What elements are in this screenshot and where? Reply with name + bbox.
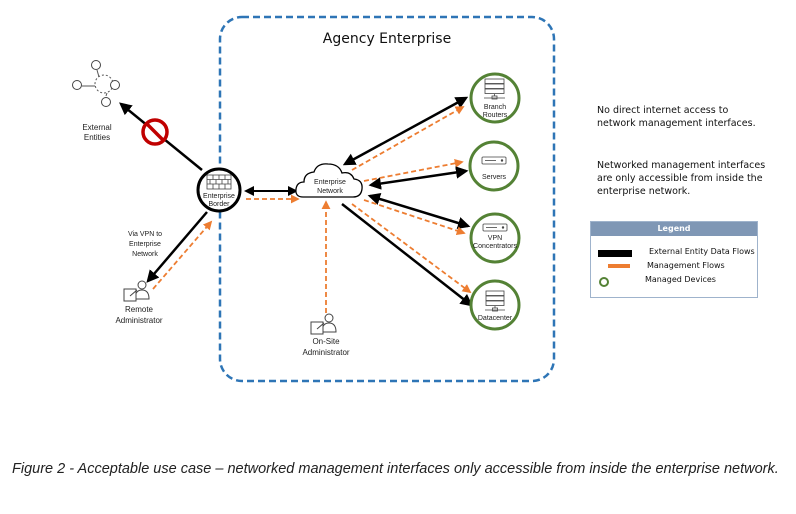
legend-item-managed-devices: Managed Devices [591,274,757,288]
remote-admin-data-flow [146,211,208,283]
datacenter-mgmt-flow [351,203,472,294]
enterprise-title: Agency Enterprise [323,31,451,47]
server-rack-icon [485,290,505,312]
device-datacenter: Datacenter [469,279,521,331]
vpn-data-flow [367,192,471,230]
onsite-administrator-icon [310,313,337,335]
vpn-mgmt-flow [363,199,466,236]
server-rack-icon [484,78,505,100]
orange-line-swatch [608,264,630,268]
servers-data-flow [368,166,469,190]
branch-routers-data-flow [342,96,469,166]
note-no-internet-access: No direct internet access to network man… [597,105,756,129]
legend-item-management-flows: Management Flows [591,260,757,274]
legend-item-data-flows: External Entity Data Flows [591,246,757,260]
branch-routers-mgmt-flow [351,106,465,171]
server-box-icon [481,156,507,165]
external-entities-icon [72,60,120,107]
device-servers: Servers [468,140,520,192]
svg-text:Servers: Servers [482,174,507,181]
datacenter-data-flow [341,203,473,307]
black-line-swatch [598,250,632,257]
figure-caption: Figure 2 - Acceptable use case – network… [12,461,779,477]
note-inside-only-access: Networked management interfaces are only… [597,160,766,197]
server-box-icon [482,223,508,232]
legend-title: Legend [591,222,757,236]
green-circle-icon [599,277,609,287]
svg-text:Datacenter: Datacenter [478,315,513,322]
remote-administrator-icon [123,280,150,302]
enterprise-boundary [218,15,556,383]
firewall-icon [206,174,232,190]
remote-admin-mgmt-flow [152,220,213,290]
prohibited-icon [141,118,169,146]
legend: Legend External Entity Data Flows Manage… [590,221,758,298]
